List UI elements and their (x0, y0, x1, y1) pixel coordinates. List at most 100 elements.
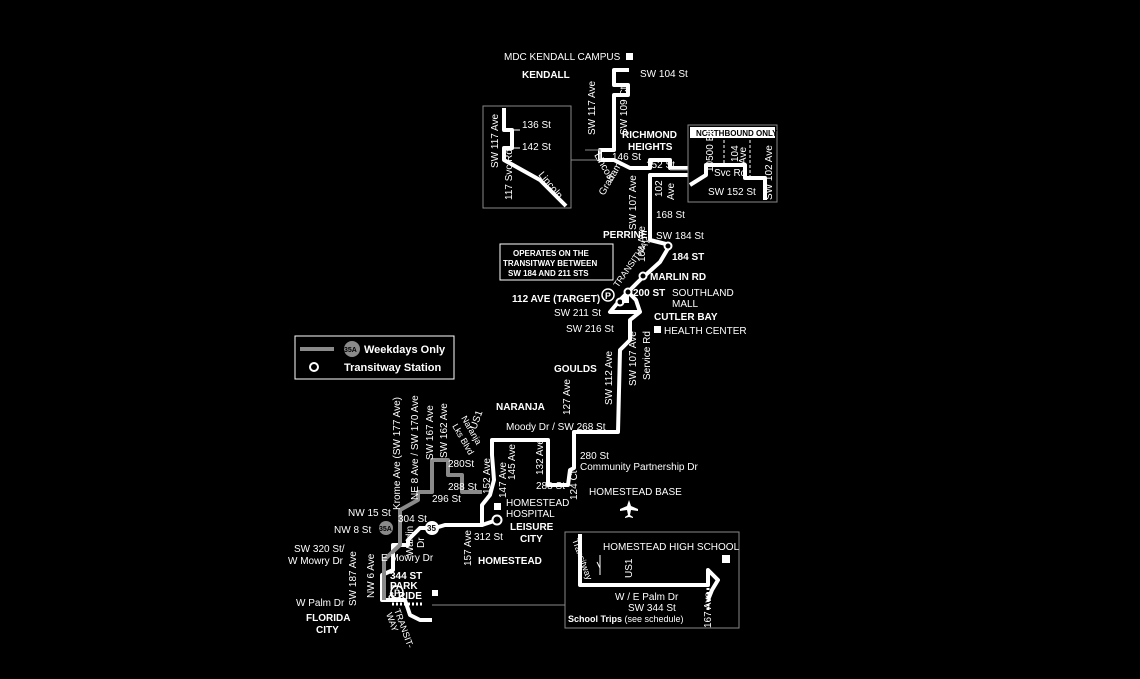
svg-text:SW 112 Ave: SW 112 Ave (604, 350, 615, 405)
svg-text:Dr: Dr (416, 537, 427, 548)
svg-text:147 Ave: 147 Ave (498, 462, 509, 498)
label-goulds: GOULDS (554, 364, 597, 375)
svg-text:Waldin: Waldin (405, 526, 416, 556)
label-health: HEALTH CENTER (664, 326, 747, 337)
svg-text:145 Ave: 145 Ave (507, 444, 518, 480)
label-mall: MALL (672, 299, 699, 310)
svg-text:Ave: Ave (738, 147, 749, 164)
svg-text:SW 167 Ave: SW 167 Ave (425, 405, 436, 460)
hospital-square (494, 503, 501, 510)
svg-text:35A: 35A (379, 526, 392, 533)
svg-text:168 St: 168 St (656, 210, 685, 221)
legend-station: Transitway Station (344, 362, 441, 374)
svg-text:104 Ave: 104 Ave (637, 226, 648, 262)
legend: 35A Weekdays Only Transitway Station (294, 335, 455, 380)
svg-text:SW 344 St: SW 344 St (628, 603, 676, 614)
svg-text:142 St: 142 St (522, 142, 551, 153)
svg-text:SW 320 St/: SW 320 St/ (294, 544, 345, 555)
label-richmond: RICHMOND (622, 130, 677, 141)
health-square (654, 326, 661, 333)
label-cutler-bay: CUTLER BAY (654, 312, 718, 323)
route-35a-badge: 35A (379, 521, 393, 535)
label-naranja: NARANJA (496, 402, 545, 413)
station-184st (663, 241, 673, 251)
legend-badge: 35A (344, 347, 357, 354)
svg-text:10500 Blk: 10500 Blk (705, 127, 716, 172)
parkride-square (432, 590, 438, 596)
svg-text:SW 211 St: SW 211 St (554, 308, 601, 319)
label-heights: HEIGHTS (628, 142, 673, 153)
label-florida-city: CITY (316, 625, 339, 636)
svg-text:136 St: 136 St (522, 120, 551, 131)
label-florida: FLORIDA (306, 613, 350, 624)
svg-text:288 St: 288 St (448, 482, 477, 493)
svg-text:OPERATES ON THE: OPERATES ON THE (513, 249, 590, 258)
svg-text:Svc Rd: Svc Rd (714, 168, 746, 179)
label-hospital-1: HOMESTEAD (506, 498, 569, 509)
label-marlin: MARLIN RD (650, 272, 706, 283)
svg-text:280 St: 280 St (580, 451, 609, 462)
svg-text:SW 152 St: SW 152 St (708, 187, 756, 198)
park-icon-344st (390, 585, 404, 599)
landmark-squares (432, 53, 661, 596)
svg-text:SW 216 St: SW 216 St (566, 324, 614, 335)
svg-text:35: 35 (427, 524, 436, 533)
label-park: PARK (390, 581, 418, 592)
svg-text:HOMESTEAD HIGH SCHOOL: HOMESTEAD HIGH SCHOOL (603, 542, 740, 553)
svg-text:104: 104 (730, 145, 741, 162)
svg-text:312 St: 312 St (474, 532, 503, 543)
svg-text:SW 162 Ave: SW 162 Ave (439, 403, 450, 458)
label-184st: 184 ST (672, 252, 704, 263)
svg-text:SW 184 AND 211 STS: SW 184 AND 211 STS (508, 269, 589, 278)
southland-square (622, 296, 629, 303)
inset-school-trips: HOMESTEAD HIGH SCHOOL Transitway US1 W /… (564, 531, 740, 629)
svg-text:296 St: 296 St (432, 494, 461, 505)
svg-text:SW 117 Ave: SW 117 Ave (587, 80, 598, 135)
svg-text:152 Ave: 152 Ave (482, 458, 493, 494)
label-base: HOMESTEAD BASE (589, 487, 682, 498)
weekday-route-35a (382, 458, 482, 600)
label-ride: & RIDE (388, 591, 422, 602)
svg-text:E Mowry Dr: E Mowry Dr (381, 553, 434, 564)
label-city: CITY (520, 534, 543, 545)
svg-text:NE 8 Ave / SW 170 Ave: NE 8 Ave / SW 170 Ave (410, 395, 421, 500)
route-35-badge: 35 (425, 521, 439, 535)
svg-text:W Mowry Dr: W Mowry Dr (288, 556, 344, 567)
svg-text:SW 184 St: SW 184 St (656, 231, 704, 242)
svg-text:117 Svc Rd: 117 Svc Rd (504, 149, 515, 200)
svg-text:P: P (605, 291, 611, 301)
svg-text:288 St: 288 St (536, 481, 565, 492)
svg-text:Moody Dr / SW 268 St: Moody Dr / SW 268 St (506, 422, 606, 433)
label-200st: 200 ST (633, 288, 665, 299)
svg-text:NW 8 St: NW 8 St (334, 525, 371, 536)
place-labels: KENDALL RICHMOND HEIGHTS PERRINE CUTLER … (306, 70, 718, 636)
label-344st: 344 ST (390, 571, 422, 582)
label-leisure: LEISURE (510, 522, 554, 533)
svg-text:157 Ave: 157 Ave (463, 530, 474, 566)
transitway-stations (491, 241, 673, 526)
svg-text:Service Rd: Service Rd (642, 331, 653, 380)
station-marlin (638, 271, 648, 281)
label-homestead: HOMESTEAD (478, 556, 542, 567)
station-312st (491, 514, 503, 526)
svg-text:Community Partnership Dr: Community Partnership Dr (580, 462, 698, 473)
park-ride-icons: P P (390, 288, 615, 599)
landmark-labels: MDC KENDALL CAMPUS SOUTHLAND MALL HEALTH… (388, 52, 747, 602)
svg-text:304 St: 304 St (398, 514, 427, 525)
svg-text:P: P (394, 588, 400, 598)
svg-text:US1: US1 (624, 558, 635, 578)
svg-text:W / E Palm Dr: W / E Palm Dr (615, 592, 679, 603)
svg-text:132 Ave: 132 Ave (535, 439, 546, 475)
inset-northbound: NORTHBOUND ONLY 10500 Blk 104 Ave Svc Rd… (687, 124, 778, 203)
inset-lincoln: SW 117 Ave 136 St 142 St 117 Svc Rd Linc… (482, 105, 572, 209)
svg-text:152 St: 152 St (646, 160, 675, 171)
svg-text:280St: 280St (448, 459, 474, 470)
svg-text:Krome Ave (SW 177 Ave): Krome Ave (SW 177 Ave) (392, 397, 403, 510)
legend-station-symbol (309, 362, 319, 372)
svg-text:124 Ct: 124 Ct (569, 470, 580, 500)
svg-text:NORTHBOUND ONLY: NORTHBOUND ONLY (696, 129, 778, 138)
svg-text:NW 6 Ave: NW 6 Ave (366, 553, 377, 598)
label-perrine: PERRINE (603, 230, 648, 241)
svg-text:School Trips (see schedule): School Trips (see schedule) (568, 614, 684, 624)
